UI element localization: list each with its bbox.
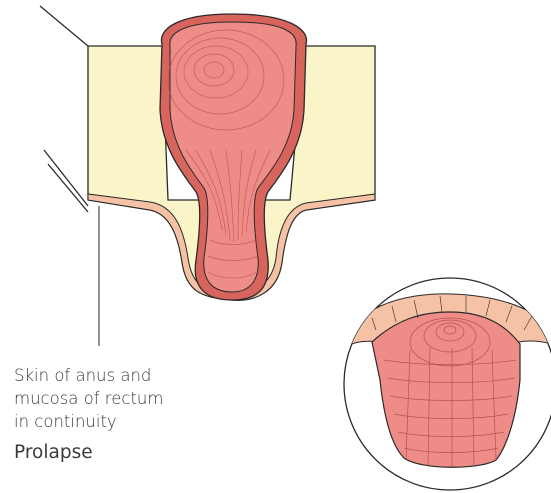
inset-prolapse: [372, 312, 520, 467]
tissue-block-edges: [40, 6, 88, 212]
inset-view: [342, 278, 551, 490]
label-line-1: Skin of anus and: [14, 364, 214, 387]
label-line-2: mucosa of rectum: [14, 387, 214, 410]
label-line-3: in continuity: [14, 410, 214, 433]
anatomy-label: Skin of anus and mucosa of rectum in con…: [14, 364, 214, 433]
figure-caption: Prolapse: [14, 442, 93, 463]
